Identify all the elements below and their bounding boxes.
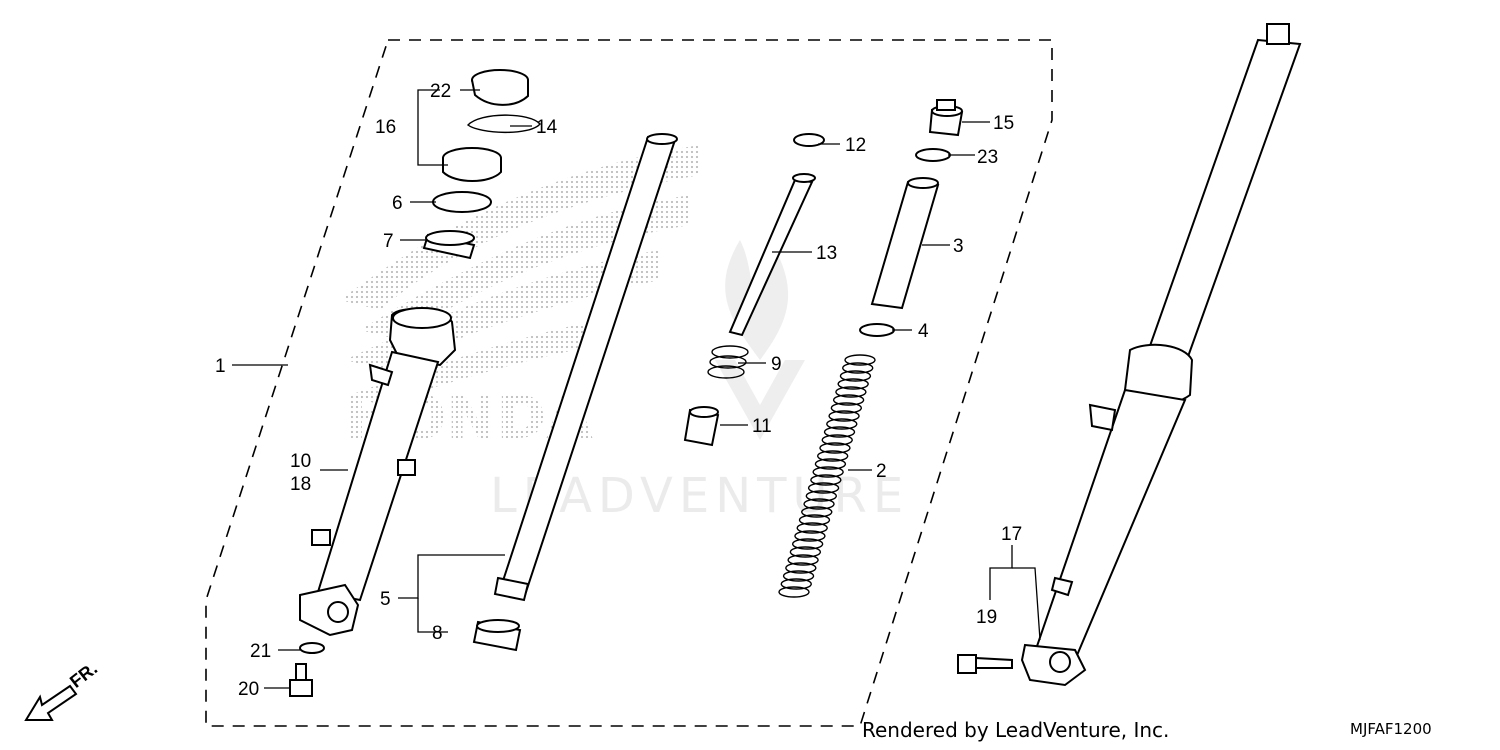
callout-16: 16: [375, 117, 396, 138]
callout-2: 2: [876, 461, 887, 482]
spring-coil: [787, 554, 819, 566]
spring-coil: [812, 466, 844, 478]
sealing-washer: [299, 642, 325, 654]
spring-coil: [810, 474, 842, 486]
callout-numbers: 1 2 3 4 5 6 7 8 9 10 11 12 13 14 15 16 1…: [215, 81, 1022, 700]
axle-pinch-bolt: [957, 654, 1013, 674]
spring-coil: [789, 546, 822, 558]
spring-coil: [844, 354, 876, 366]
oil-seal: [442, 147, 502, 182]
callout-14: 14: [536, 117, 558, 138]
spring-coil: [803, 498, 835, 510]
callout-6: 6: [392, 193, 403, 214]
spring-coil: [842, 362, 874, 374]
callout-10: 10: [290, 451, 311, 472]
spring-coil: [794, 530, 826, 542]
callout-21: 21: [250, 641, 271, 662]
socket-bolt: [289, 663, 313, 697]
rendered-by-credit: Rendered by LeadVenture, Inc.: [862, 718, 1170, 742]
fork-cap-bolt: [928, 99, 964, 137]
spring-coil: [780, 578, 812, 590]
spring-coil: [796, 522, 828, 534]
spring-coil: [839, 370, 872, 382]
spring-coil: [826, 418, 858, 430]
spring-collar: [870, 177, 940, 310]
diagram-code: MJFAF1200: [1350, 720, 1432, 738]
spring-seat: [859, 323, 895, 337]
spring-coil: [785, 562, 817, 574]
inner-fork-tube: [493, 133, 678, 602]
oil-seal-stopper-ring: [466, 114, 541, 134]
callout-4: 4: [918, 321, 929, 342]
spring-coil: [823, 426, 856, 438]
oil-lock-piece: [472, 619, 522, 652]
callout-20: 20: [238, 679, 259, 700]
guide-bushing: [422, 230, 476, 260]
callout-17: 17: [1001, 524, 1022, 545]
callout-3: 3: [953, 236, 964, 257]
callout-22: 22: [430, 81, 451, 102]
callout-1: 1: [215, 356, 226, 377]
spring-coil: [830, 402, 863, 414]
leader-lines: [232, 89, 1041, 689]
callout-11: 11: [752, 416, 772, 437]
spring-coil: [807, 482, 840, 494]
oil-lock-piece-small: [683, 406, 720, 447]
callout-19: 19: [976, 607, 997, 628]
spring-coil: [805, 490, 838, 502]
spring-coil: [837, 378, 869, 390]
callout-12: 12: [845, 135, 866, 156]
spring-coil: [828, 410, 860, 422]
spring-coil: [778, 586, 810, 598]
spring-coil: [798, 514, 831, 526]
callout-23: 23: [977, 147, 998, 168]
spring-coil: [782, 570, 815, 582]
callout-15: 15: [993, 113, 1014, 134]
spring-coil: [814, 458, 847, 470]
callout-7: 7: [383, 231, 394, 252]
spring-coil: [819, 442, 851, 454]
assembled-fork: [1020, 23, 1302, 687]
callout-18: 18: [290, 474, 311, 495]
rebound-spring: [707, 345, 749, 379]
spring-coil: [816, 450, 849, 462]
callout-5: 5: [380, 589, 391, 610]
callout-13: 13: [816, 243, 837, 264]
fork-bottom-case: [299, 307, 457, 637]
fork-spring: [778, 354, 876, 598]
dust-seal: [471, 69, 529, 106]
spring-coil: [832, 394, 865, 406]
spring-coil: [801, 506, 833, 518]
spring-coil: [791, 538, 824, 550]
callout-8: 8: [432, 623, 443, 644]
callout-9: 9: [771, 354, 782, 375]
spring-coil: [835, 386, 867, 398]
front-arrow-icon: [24, 684, 78, 721]
o-ring: [915, 148, 951, 162]
spring-coil: [821, 434, 853, 446]
damper-rod: [728, 133, 825, 337]
back-up-ring: [432, 191, 492, 213]
